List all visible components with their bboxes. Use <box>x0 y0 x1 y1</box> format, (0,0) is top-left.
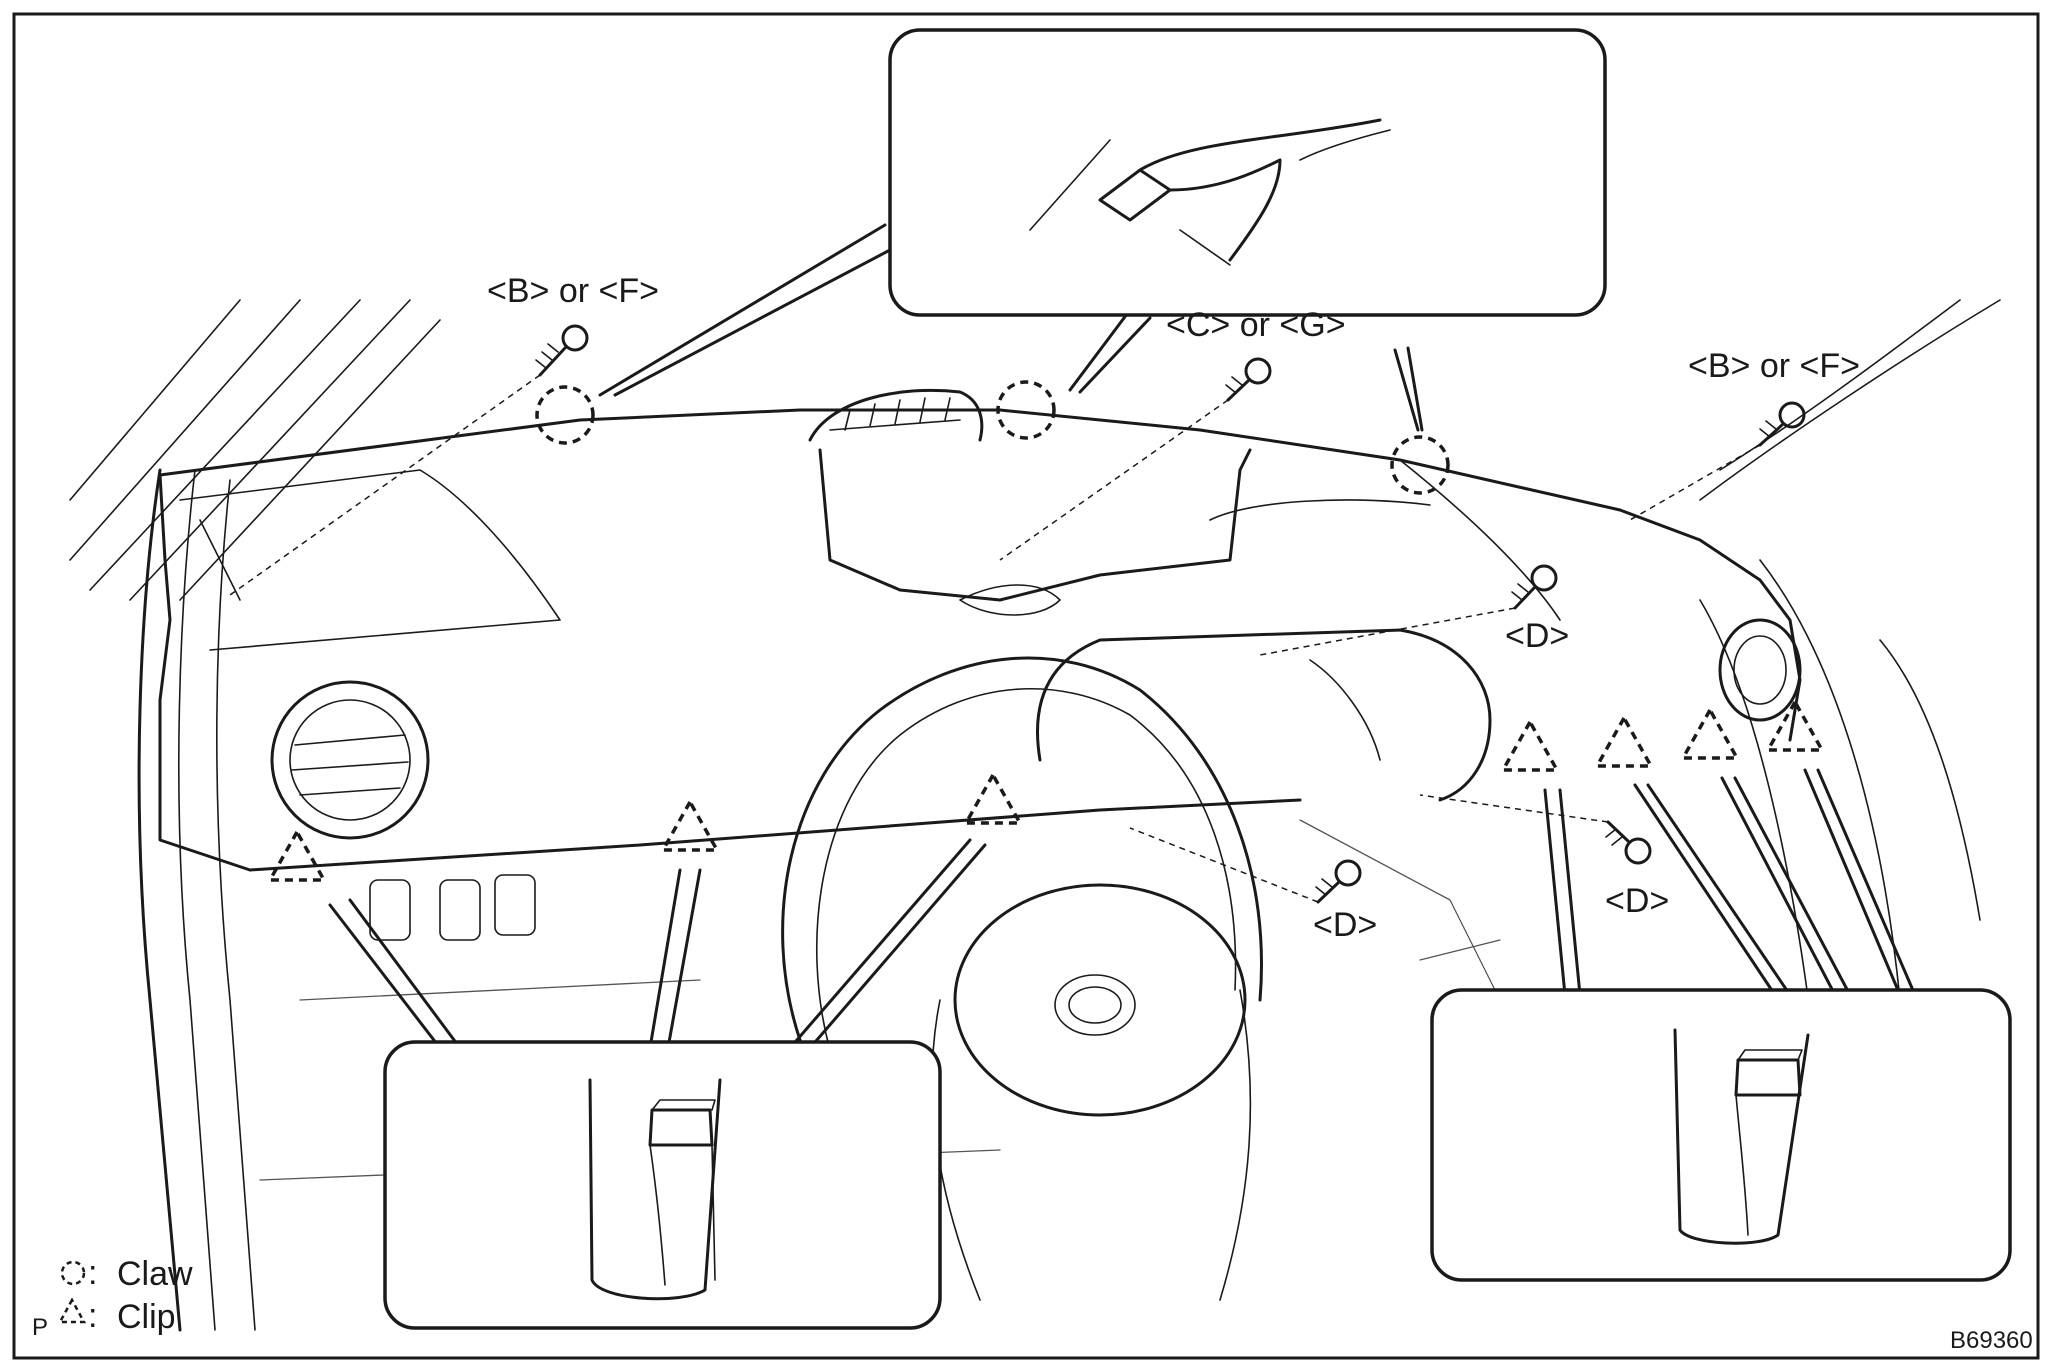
screw-leader-lines <box>229 374 1761 903</box>
legend-prefix: P <box>32 1314 48 1341</box>
clip-marker-4 <box>1500 718 1560 772</box>
legend-claw-label: Claw <box>117 1255 193 1293</box>
screw-d-upper-icon <box>1511 564 1558 610</box>
screw-d-right-icon <box>1605 820 1652 865</box>
right-air-vent <box>1718 618 1802 722</box>
left-pillar <box>137 468 256 1332</box>
legend: : Claw P : Clip <box>32 1254 193 1341</box>
dashboard-pad <box>158 408 1802 872</box>
screw-b-or-f-right-icon <box>1758 401 1806 447</box>
label-c-or-g: <C> or <G> <box>1166 306 1346 344</box>
callout-clip-detail-right <box>1430 988 2012 1282</box>
callout-claw-detail <box>598 28 1607 397</box>
figure-frame <box>12 12 2040 1360</box>
clip-callout-leaders <box>328 768 1917 1050</box>
legend-clip-icon <box>57 1297 87 1324</box>
left-air-vent <box>270 680 430 840</box>
right-pillar <box>1699 299 2001 1101</box>
figure-id: B69360 <box>1950 1327 2033 1354</box>
label-d-right: <D> <box>1605 882 1669 920</box>
label-d-upper: <D> <box>1505 617 1569 655</box>
claw-marker-left <box>535 385 595 445</box>
claw-marker-right <box>1390 435 1450 495</box>
legend-claw-icon <box>60 1260 86 1286</box>
clip-marker-6 <box>1680 706 1740 760</box>
screw-c-or-g-icon <box>1225 357 1272 402</box>
label-b-or-f-left: <B> or <F> <box>487 272 659 310</box>
clip-marker-1 <box>267 828 327 882</box>
screw-d-center-icon <box>1315 859 1362 904</box>
svg-text::: : <box>88 1254 97 1292</box>
svg-text::: : <box>88 1297 97 1335</box>
claw-markers <box>535 346 1450 495</box>
callout-clip-detail-left <box>383 1040 942 1330</box>
label-d-center: <D> <box>1313 906 1377 944</box>
clip-marker-5 <box>1594 714 1654 768</box>
claw-marker-center <box>996 380 1056 440</box>
screw-b-or-f-left-icon <box>535 324 589 377</box>
legend-clip-label: Clip <box>117 1298 176 1336</box>
label-b-or-f-right: <B> or <F> <box>1688 347 1860 385</box>
center-vent <box>808 388 1252 616</box>
meter-hood <box>1036 628 1492 802</box>
